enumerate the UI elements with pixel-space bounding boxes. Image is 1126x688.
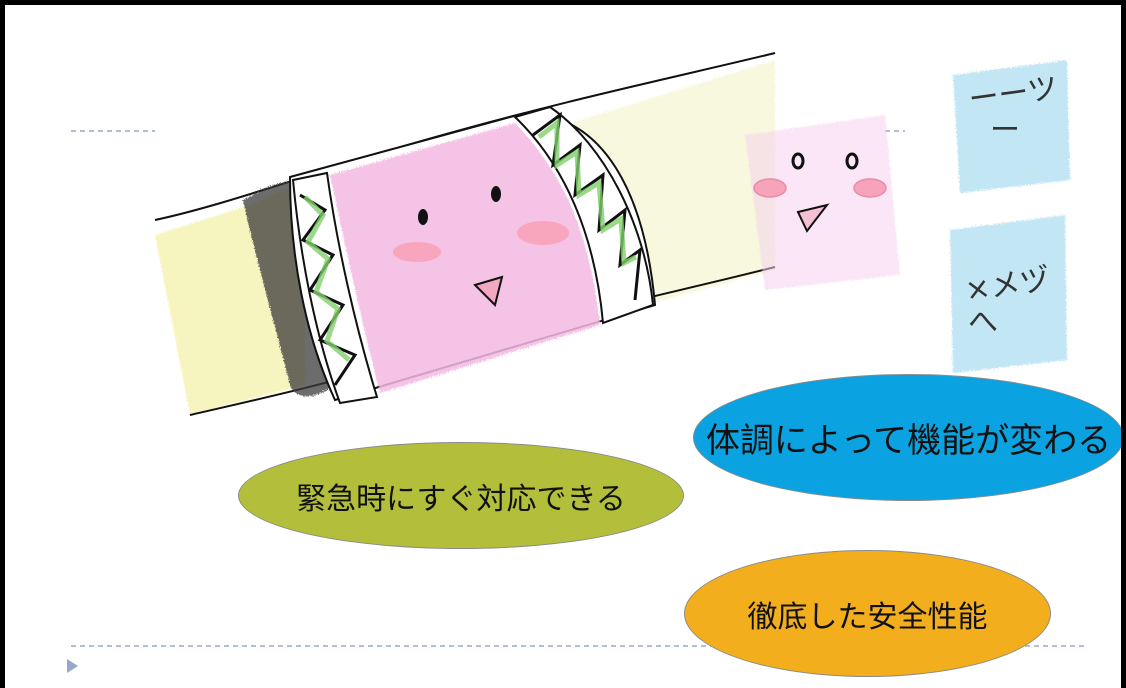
wristband <box>288 105 657 405</box>
annoyed-face: ーーツ ー <box>953 60 1070 193</box>
happy-face <box>745 115 900 290</box>
safety-performance-bubble[interactable]: 徹底した安全性能 <box>684 550 1051 677</box>
band-face-mouth <box>473 275 504 307</box>
happy-face-mouth <box>796 203 830 233</box>
upset-face: ×メヅ へ <box>950 215 1067 373</box>
emergency-response-label: 緊急時にすぐ対応できる <box>296 481 626 517</box>
annoyed-face-mouth: ー <box>990 113 1020 148</box>
guide-lines <box>71 130 1085 647</box>
health-adaptive-label: 体調によって機能が変わる <box>705 421 1112 461</box>
band-face-right-eye <box>491 186 501 202</box>
health-adaptive-bubble[interactable]: 体調によって機能が変わる <box>693 374 1121 501</box>
next-slide-arrow-icon[interactable] <box>67 659 78 673</box>
happy-face-left-eye <box>791 152 805 170</box>
happy-face-left-cheek <box>753 178 787 198</box>
safety-performance-label: 徹底した安全性能 <box>747 599 988 635</box>
happy-face-right-cheek <box>853 178 887 198</box>
band-face-right-cheek <box>517 221 569 245</box>
upset-face-mouth: へ <box>968 305 998 340</box>
happy-face-right-eye <box>845 152 859 170</box>
band-face-left-cheek <box>393 242 441 262</box>
emergency-response-bubble[interactable]: 緊急時にすぐ対応できる <box>238 442 684 549</box>
band-face-left-eye <box>418 209 428 225</box>
illustration: ーーツ ー ×メヅ へ <box>71 52 1085 647</box>
